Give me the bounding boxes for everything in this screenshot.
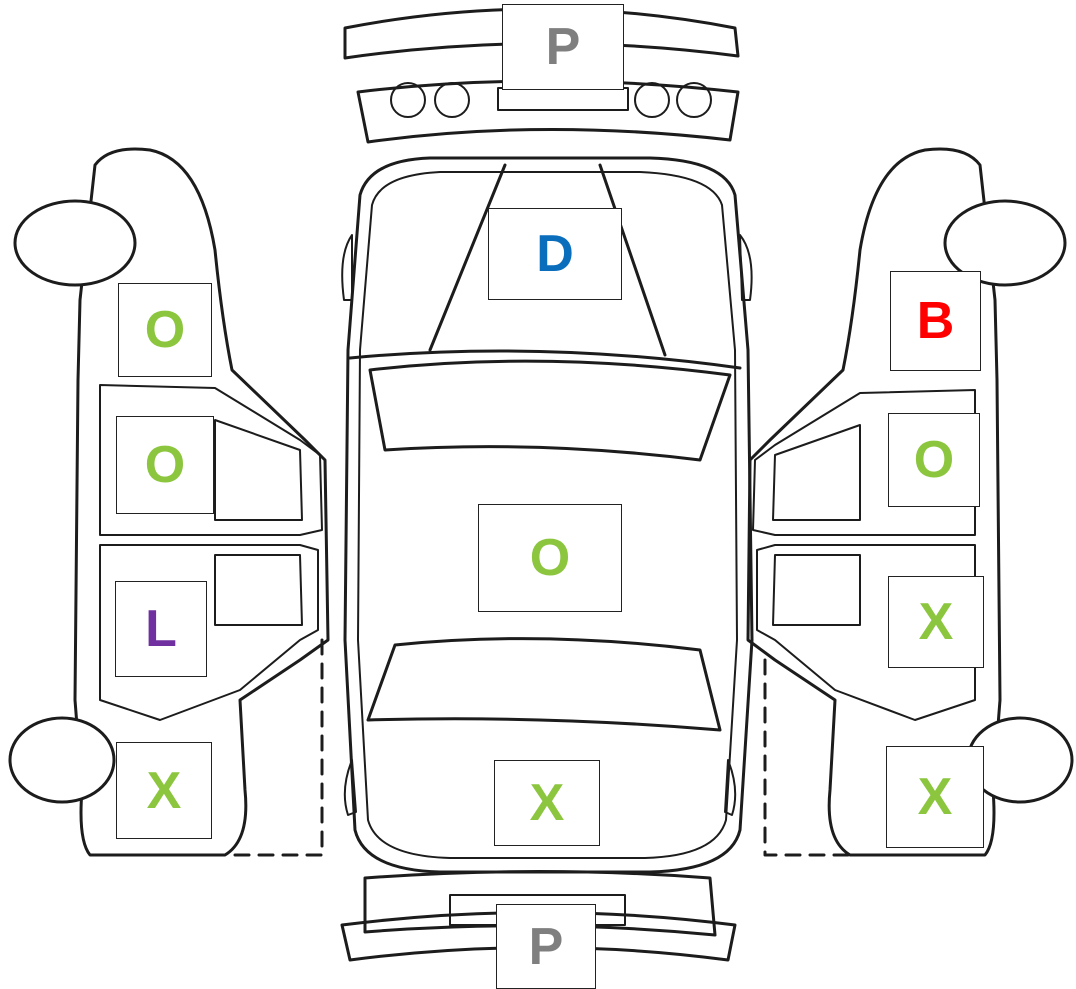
trunk-marker: X — [494, 760, 600, 846]
right-rear-door-marker: X — [888, 576, 984, 668]
right-front-door-marker: O — [888, 413, 980, 507]
left-rear-door-marker: L — [115, 581, 207, 677]
car-body-drawing — [341, 156, 754, 874]
hood-marker: D — [488, 208, 622, 300]
right-rear-quarter-marker: X — [886, 746, 984, 848]
right-front-fender-marker: B — [890, 271, 981, 371]
left-rear-quarter-marker: X — [116, 742, 212, 839]
front-bumper-marker: P — [502, 4, 624, 90]
roof-marker: O — [478, 504, 622, 612]
rear-bumper-marker: P — [496, 904, 596, 989]
front-bumper-drawing — [343, 7, 740, 144]
left-side-drawing — [8, 147, 330, 857]
left-front-fender-marker: O — [118, 283, 212, 377]
left-front-door-marker: O — [116, 416, 214, 514]
